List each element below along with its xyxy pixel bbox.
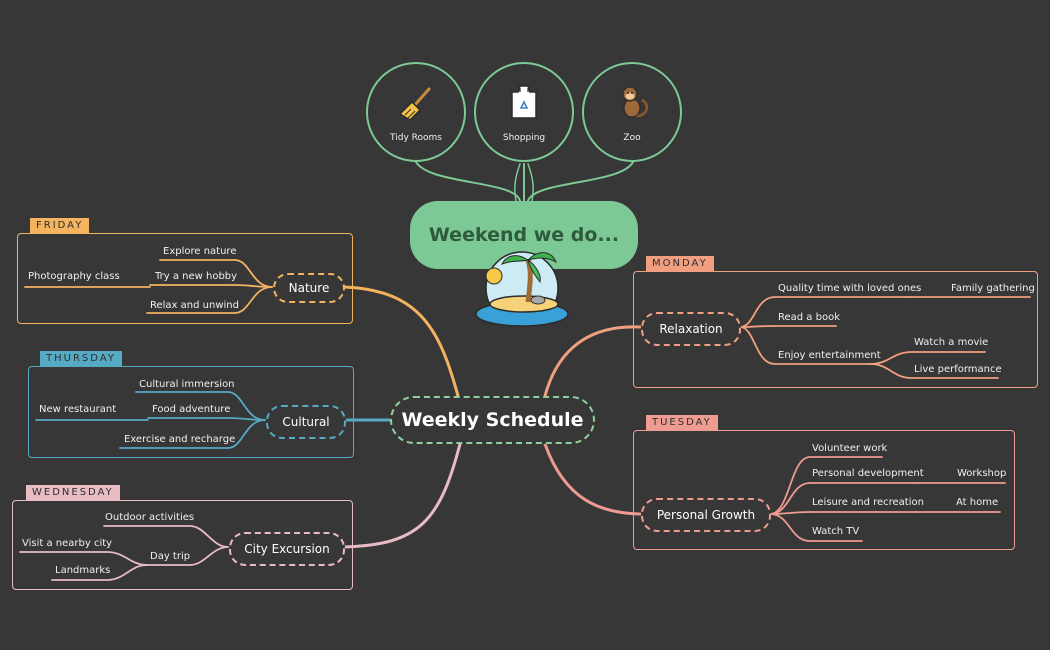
monkey-icon	[622, 86, 649, 118]
topic-personal-growth[interactable]: Personal Growth	[641, 498, 771, 532]
central-topic[interactable]: Weekly Schedule	[390, 396, 595, 444]
wednesday-panel	[12, 500, 353, 590]
branch-item[interactable]: Food adventure	[152, 404, 231, 415]
friday-panel	[17, 233, 353, 324]
topic-city-excursion[interactable]: City Excursion	[229, 532, 345, 566]
branch-subitem[interactable]: Live performance	[914, 364, 1002, 375]
branch-item[interactable]: Day trip	[150, 551, 191, 562]
branch-item[interactable]: Leisure and recreation	[812, 497, 924, 508]
weekend-item-label: Tidy Rooms	[390, 133, 442, 143]
recycle-bag-icon	[511, 85, 537, 119]
branch-item[interactable]: Volunteer work	[812, 443, 888, 454]
branch-subitem[interactable]: Watch a movie	[914, 337, 989, 348]
branch-subitem[interactable]: Family gathering	[951, 283, 1035, 294]
day-tag-wednesday: WEDNESDAY	[26, 485, 120, 500]
weekend-item-label: Zoo	[623, 133, 641, 143]
branch-item[interactable]: Explore nature	[163, 246, 237, 257]
weekend-circle-tidy-rooms[interactable]	[366, 62, 466, 162]
monday-panel	[633, 271, 1038, 388]
topic-nature[interactable]: Nature	[273, 273, 345, 303]
branch-item[interactable]: Quality time with loved ones	[778, 283, 922, 294]
palm-island-icon	[475, 251, 569, 327]
branch-subitem[interactable]: Visit a nearby city	[22, 538, 113, 549]
tuesday-panel	[633, 430, 1015, 550]
day-tag-tuesday: TUESDAY	[646, 415, 718, 430]
branch-subitem[interactable]: New restaurant	[39, 404, 117, 415]
day-tag-monday: MONDAY	[646, 256, 714, 271]
branch-item[interactable]: Read a book	[778, 312, 840, 323]
branch-item[interactable]: Watch TV	[812, 526, 860, 537]
branch-item[interactable]: Cultural immersion	[139, 379, 235, 390]
weekend-circle-shopping[interactable]	[474, 62, 574, 162]
day-tag-friday: FRIDAY	[30, 218, 90, 233]
branch-item[interactable]: Enjoy entertainment	[778, 350, 881, 361]
branch-item[interactable]: Outdoor activities	[105, 512, 195, 523]
weekend-circle-zoo[interactable]	[582, 62, 682, 162]
topic-relaxation[interactable]: Relaxation	[641, 312, 741, 346]
topic-cultural[interactable]: Cultural	[266, 405, 346, 439]
thursday-panel	[28, 366, 354, 458]
branch-subitem[interactable]: Landmarks	[55, 565, 111, 576]
branch-item[interactable]: Exercise and recharge	[124, 434, 236, 445]
branch-subitem[interactable]: Photography class	[28, 271, 120, 282]
broom-icon	[398, 87, 431, 121]
weekend-item-label: Shopping	[502, 133, 546, 143]
branch-item[interactable]: Relax and unwind	[150, 300, 239, 311]
day-tag-thursday: THURSDAY	[40, 351, 122, 366]
branch-item[interactable]: Personal development	[812, 468, 924, 479]
branch-item[interactable]: Try a new hobby	[155, 271, 238, 282]
branch-subitem[interactable]: At home	[956, 497, 999, 508]
branch-subitem[interactable]: Workshop	[957, 468, 1007, 479]
